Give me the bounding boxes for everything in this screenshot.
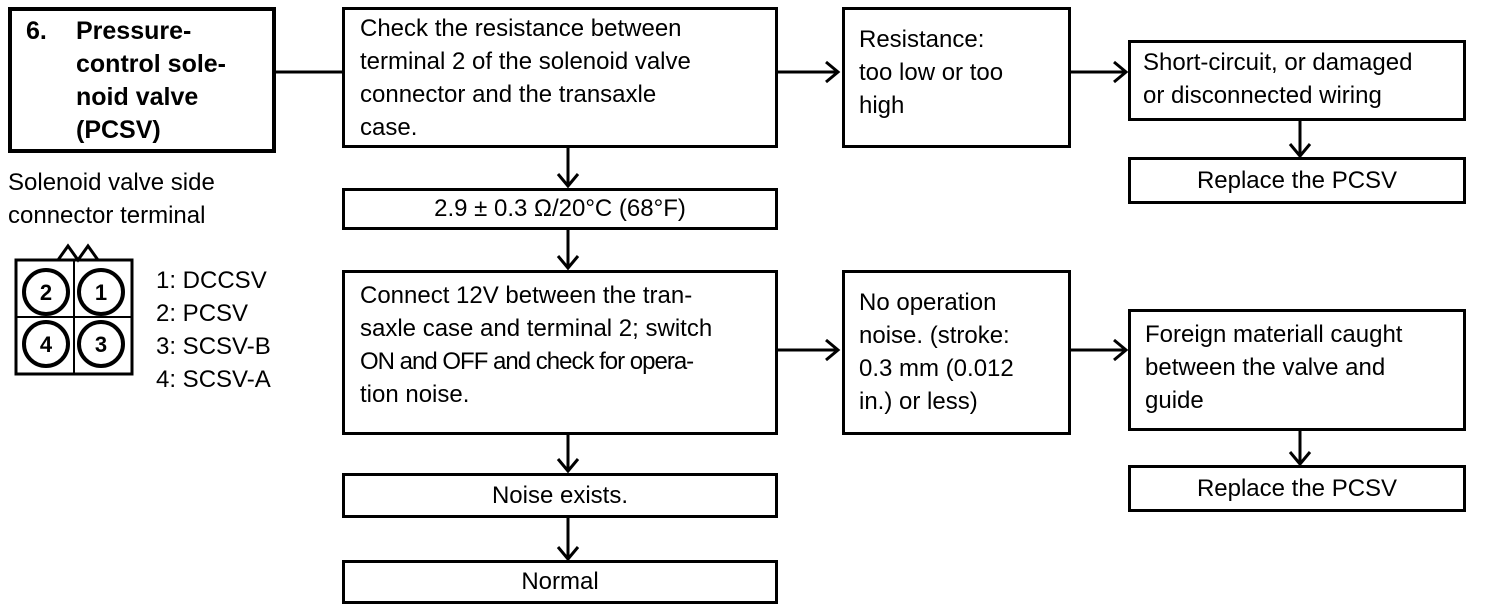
spec-value-box: 2.9 ± 0.3 Ω/20°C (68°F): [342, 188, 778, 230]
connect-12v-box: Connect 12V between the tran- saxle case…: [342, 270, 778, 435]
pin-label-4: 4: [40, 332, 53, 357]
pin-label-2: 2: [40, 280, 52, 305]
replace-pcsv-box-1: Replace the PCSV: [1128, 157, 1466, 204]
pin-label-1: 1: [95, 280, 107, 305]
check-resistance-line-1: Check the resistance between: [360, 15, 682, 42]
connector-terminal-diagram: 2 1 4 3: [14, 243, 134, 376]
pin-legend-1: 1: DCCSV: [156, 267, 267, 294]
replace-pcsv-box-2: Replace the PCSV: [1128, 465, 1466, 512]
wiring-fault-line-1: Short-circuit, or damaged: [1143, 49, 1413, 76]
resistance-abnormal-line-2: too low or too: [859, 59, 1004, 86]
resistance-abnormal-box: Resistance: too low or too high: [842, 7, 1071, 148]
connect-12v-line-1: Connect 12V between the tran-: [360, 282, 693, 309]
pin-label-3: 3: [95, 332, 107, 357]
no-noise-line-1: No operation: [859, 289, 997, 316]
component-title-line-2: control sole-: [76, 50, 227, 78]
replace-pcsv-label-2: Replace the PCSV: [1196, 474, 1398, 502]
wiring-fault-box: Short-circuit, or damaged or disconnecte…: [1128, 40, 1466, 121]
noise-exists-label: Noise exists.: [491, 481, 629, 509]
resistance-abnormal-line-1: Resistance:: [859, 26, 985, 53]
foreign-material-line-3: guide: [1145, 387, 1204, 414]
component-title-line-1: Pressure-: [76, 17, 192, 45]
check-resistance-line-3: connector and the transaxle: [360, 81, 657, 108]
spec-value-label: 2.9 ± 0.3 Ω/20°C (68°F): [434, 195, 686, 222]
check-resistance-line-4: case.: [360, 114, 418, 141]
normal-box: Normal: [342, 560, 778, 604]
component-title-box: 6. Pressure- control sole- noid valve (P…: [8, 7, 276, 153]
foreign-material-line-1: Foreign materiall caught: [1145, 321, 1403, 348]
connector-caption-line-2: connector terminal: [8, 202, 206, 229]
pin-legend-3: 3: SCSV-B: [156, 333, 271, 360]
noise-exists-box: Noise exists.: [342, 473, 778, 518]
no-noise-line-3: 0.3 mm (0.012: [859, 355, 1014, 382]
foreign-material-line-2: between the valve and: [1145, 354, 1386, 381]
connect-12v-line-3: ON and OFF and check for opera-: [360, 348, 694, 375]
normal-label: Normal: [521, 568, 599, 595]
pin-legend-2: 2: PCSV: [156, 300, 249, 327]
connector-caption-line-1: Solenoid valve side: [8, 169, 215, 196]
resistance-abnormal-line-3: high: [859, 92, 905, 119]
replace-pcsv-label-1: Replace the PCSV: [1196, 166, 1398, 194]
connect-12v-line-4: tion noise.: [360, 381, 470, 408]
no-noise-line-4: in.) or less): [859, 388, 978, 415]
component-title-line-3: noid valve: [76, 83, 199, 111]
connect-12v-line-2: saxle case and terminal 2; switch: [360, 315, 713, 342]
wiring-fault-line-2: or disconnected wiring: [1143, 82, 1382, 109]
pin-legend-4: 4: SCSV-A: [156, 366, 271, 393]
check-resistance-box: Check the resistance between terminal 2 …: [342, 7, 778, 148]
component-title-line-4: (PCSV): [76, 116, 161, 144]
check-resistance-line-2: terminal 2 of the solenoid valve: [360, 48, 691, 75]
foreign-material-box: Foreign materiall caught between the val…: [1128, 309, 1466, 431]
component-number: 6.: [26, 17, 47, 45]
no-operation-noise-box: No operation noise. (stroke: 0.3 mm (0.0…: [842, 270, 1071, 435]
no-noise-line-2: noise. (stroke:: [859, 322, 1010, 349]
